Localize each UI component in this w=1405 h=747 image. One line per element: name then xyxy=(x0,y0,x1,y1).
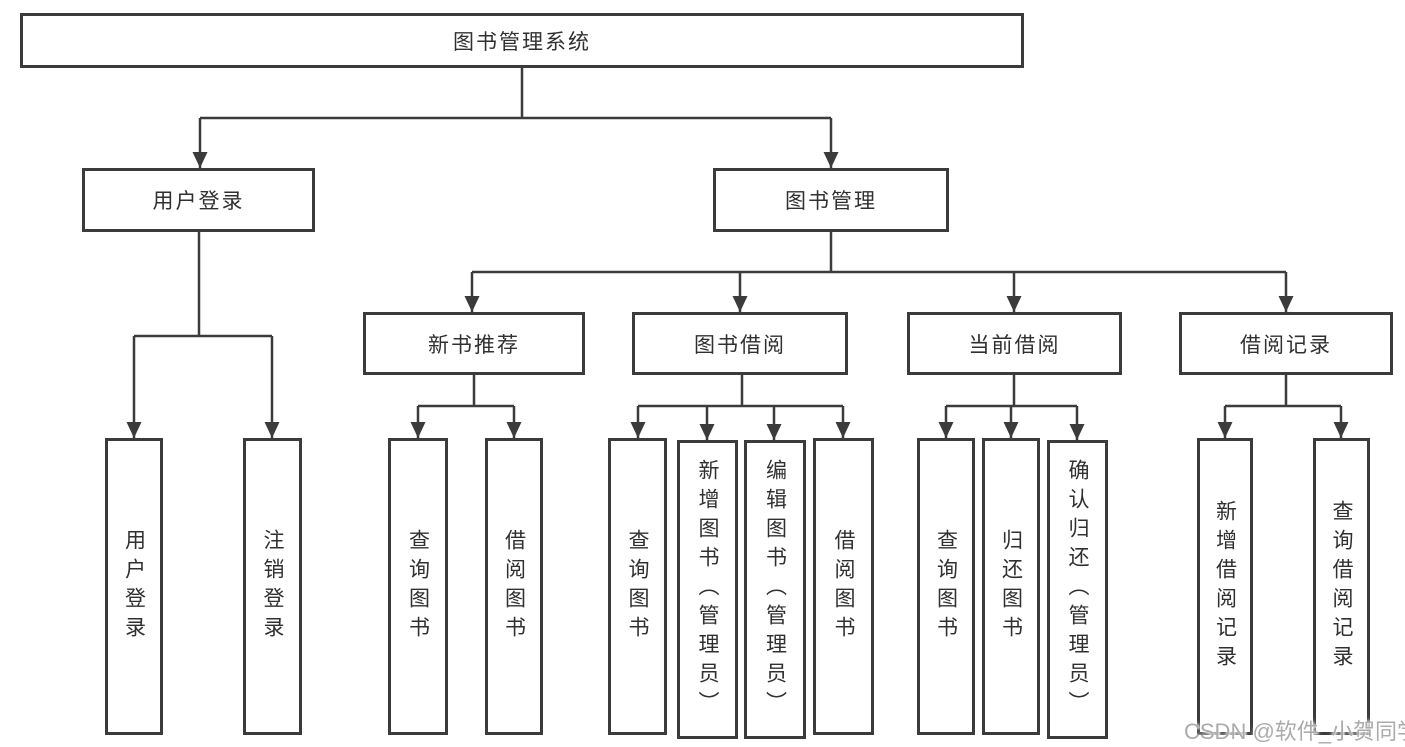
leaf-add-books-admin-label: 新增图书（管理员） xyxy=(696,459,719,720)
leaf-query-books-borrow: 查询图书 xyxy=(608,438,667,735)
leaf-borrow-books-borrow: 借阅图书 xyxy=(813,438,874,735)
edge-lines xyxy=(126,68,1349,440)
node-book-management-label: 图书管理 xyxy=(785,190,877,213)
leaf-query-books-current-label: 查询图书 xyxy=(934,528,958,645)
node-current-borrow-label: 当前借阅 xyxy=(968,333,1061,357)
leaf-query-borrow-record: 查询借阅记录 xyxy=(1313,438,1370,735)
node-current-borrow: 当前借阅 xyxy=(907,312,1122,375)
leaf-user-login: 用户登录 xyxy=(105,438,163,735)
node-new-book-recommend-label: 新书推荐 xyxy=(428,333,520,357)
leaf-add-borrow-record-label: 新增借阅记录 xyxy=(1213,499,1237,674)
leaf-add-books-admin: 新增图书（管理员） xyxy=(677,440,738,739)
node-new-book-recommend: 新书推荐 xyxy=(363,312,585,375)
csdn-watermark: CSDN @软件_小贺同学 xyxy=(1184,719,1405,744)
leaf-add-borrow-record: 新增借阅记录 xyxy=(1197,438,1253,735)
leaf-query-books-current: 查询图书 xyxy=(917,438,975,735)
leaf-borrow-books-recommend-label: 借阅图书 xyxy=(502,528,526,645)
edge-trunk-lines xyxy=(134,68,1341,408)
leaf-confirm-return-admin-label: 确认归还（管理员） xyxy=(1066,459,1089,720)
leaf-edit-books-admin-label: 编辑图书（管理员） xyxy=(763,459,787,720)
node-borrow-record: 借阅记录 xyxy=(1179,312,1393,375)
node-book-management: 图书管理 xyxy=(713,168,949,232)
node-root-system: 图书管理系统 xyxy=(20,13,1024,68)
leaf-query-borrow-record-label: 查询借阅记录 xyxy=(1330,499,1353,674)
leaf-query-books-borrow-label: 查询图书 xyxy=(626,528,649,645)
node-borrow-record-label: 借阅记录 xyxy=(1240,333,1332,357)
node-root-label: 图书管理系统 xyxy=(453,30,591,54)
leaf-user-login-label: 用户登录 xyxy=(122,528,146,645)
leaf-return-books-label: 归还图书 xyxy=(999,528,1023,645)
node-user-login-label: 用户登录 xyxy=(152,190,245,213)
leaf-logout-label: 注销登录 xyxy=(261,528,284,645)
leaf-confirm-return-admin: 确认归还（管理员） xyxy=(1047,440,1108,739)
leaf-borrow-books-recommend: 借阅图书 xyxy=(485,438,543,735)
node-user-login: 用户登录 xyxy=(82,168,315,232)
leaf-borrow-books-borrow-label: 借阅图书 xyxy=(832,528,855,645)
leaf-return-books: 归还图书 xyxy=(982,438,1040,735)
leaf-logout: 注销登录 xyxy=(243,438,302,735)
node-book-borrow-label: 图书借阅 xyxy=(694,333,786,357)
leaf-query-books-recommend: 查询图书 xyxy=(388,438,448,735)
leaf-query-books-recommend-label: 查询图书 xyxy=(406,528,430,645)
node-book-borrow: 图书借阅 xyxy=(632,312,848,375)
leaf-edit-books-admin: 编辑图书（管理员） xyxy=(744,440,806,739)
